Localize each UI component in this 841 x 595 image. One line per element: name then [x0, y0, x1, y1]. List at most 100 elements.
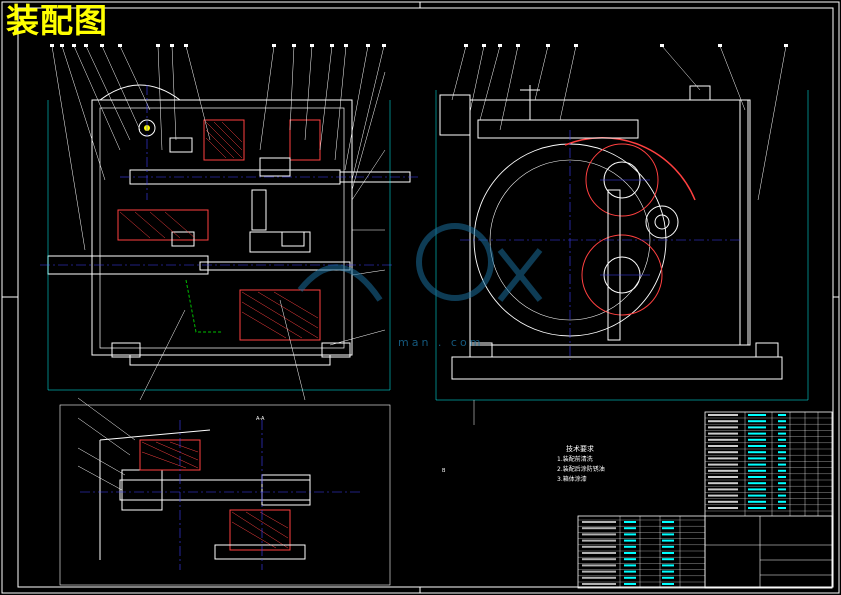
title-block-cell: [582, 545, 616, 548]
title-block-cell: [624, 570, 636, 573]
parts-list-cell: [708, 451, 738, 454]
parts-list-cell: [708, 482, 738, 485]
title-block-cell: [582, 558, 616, 561]
title-block-cell: [582, 527, 616, 530]
title-block: [577, 411, 833, 589]
parts-list-cell: [778, 451, 786, 454]
parts-list-cell: [748, 507, 766, 509]
parts-list-cell: [748, 476, 766, 478]
parts-list-cell: [748, 414, 766, 416]
part-label-ticks-left: [50, 44, 386, 47]
title-block-cell: [624, 583, 636, 585]
parts-list-cell: [778, 438, 786, 441]
parts-list-cell: [778, 507, 786, 509]
parts-list-cell: [708, 438, 738, 441]
title-block-cell: [662, 583, 674, 585]
parts-list-cell: [778, 494, 786, 497]
parts-list-cell: [748, 488, 766, 491]
parts-list-cell: [748, 432, 766, 435]
parts-list-cell: [708, 420, 738, 423]
title-block-cell: [662, 533, 674, 536]
parts-list-cell: [748, 445, 766, 447]
parts-list-cell: [778, 463, 786, 466]
side-view: [435, 85, 809, 425]
watermark-logo: [297, 223, 543, 302]
parts-list-cell: [748, 438, 766, 441]
parts-list-cell: [778, 414, 786, 416]
title-block-cell: [582, 533, 616, 536]
parts-list-cell: [748, 451, 766, 454]
parts-list-cell: [748, 457, 766, 460]
parts-list-cell: [708, 488, 738, 491]
title-block-cell: [662, 552, 674, 554]
title-block-cell: [662, 564, 674, 567]
title-block-cell: [662, 527, 674, 530]
title-block-cell: [624, 576, 636, 579]
title-block-cell: [582, 583, 616, 585]
part-label-ticks-right: [464, 44, 788, 47]
parts-list-cell: [778, 482, 786, 485]
parts-list-cell: [778, 500, 786, 503]
title-block-cell: [624, 521, 636, 523]
title-block-cell: [662, 521, 674, 523]
parts-list-cell: [748, 463, 766, 466]
title-block-cell: [624, 539, 636, 542]
tech-requirements-title: 技术要求: [566, 445, 594, 453]
parts-list-cell: [778, 476, 786, 478]
parts-list-cell: [708, 426, 738, 429]
parts-list-cell: [748, 469, 766, 472]
section-label-b: B: [442, 468, 446, 474]
title-block-cell: [624, 533, 636, 536]
parts-list-cell: [708, 476, 738, 478]
parts-list-cell: [778, 426, 786, 429]
tech-requirement-2: 2.装配后涂防锈油: [557, 466, 605, 473]
parts-list-cell: [748, 500, 766, 503]
title-block-cell: [662, 545, 674, 548]
parts-list-cell: [708, 500, 738, 503]
title-block-cell: [582, 552, 616, 554]
parts-list-cell: [708, 469, 738, 472]
title-block-cell: [662, 576, 674, 579]
tech-requirement-3: 3.箱体涂漆: [557, 476, 587, 483]
parts-list-cell: [778, 488, 786, 491]
parts-list-cell: [778, 457, 786, 460]
parts-list-cell: [708, 414, 738, 416]
parts-list-cell: [778, 420, 786, 423]
title-block-cell: [624, 558, 636, 561]
tech-requirement-1: 1.装配前清洗: [557, 456, 593, 463]
parts-list-cell: [708, 432, 738, 435]
parts-list-cell: [708, 494, 738, 497]
detail-view: [59, 397, 391, 586]
title-block-cell: [582, 539, 616, 542]
section-label-a: A-A: [256, 416, 265, 422]
parts-list-cell: [708, 445, 738, 447]
parts-list-cell: [708, 507, 738, 509]
title-block-cell: [624, 564, 636, 567]
drawing-title: 装配图: [6, 1, 108, 40]
parts-list-cell: [778, 445, 786, 447]
parts-list-cell: [748, 494, 766, 497]
part-leaders-left: [51, 45, 386, 401]
title-block-cell: [662, 558, 674, 561]
parts-list-cell: [708, 463, 738, 466]
title-block-cell: [582, 570, 616, 573]
title-block-cell: [624, 552, 636, 554]
parts-list-cell: [708, 457, 738, 460]
title-block-cell: [662, 539, 674, 542]
part-leaders-right: [451, 45, 787, 201]
watermark-url: man . com: [398, 336, 484, 349]
parts-list-cell: [748, 420, 766, 423]
parts-list-cell: [778, 469, 786, 472]
title-block-cell: [582, 576, 616, 579]
title-block-cell: [662, 570, 674, 573]
parts-list-rows: [578, 414, 832, 585]
title-block-cell: [582, 564, 616, 567]
front-section-view: [40, 84, 420, 391]
parts-list-cell: [748, 426, 766, 429]
parts-list-cell: [748, 482, 766, 485]
parts-list-cell: [778, 432, 786, 435]
title-block-cell: [624, 545, 636, 548]
title-block-cell: [624, 527, 636, 530]
